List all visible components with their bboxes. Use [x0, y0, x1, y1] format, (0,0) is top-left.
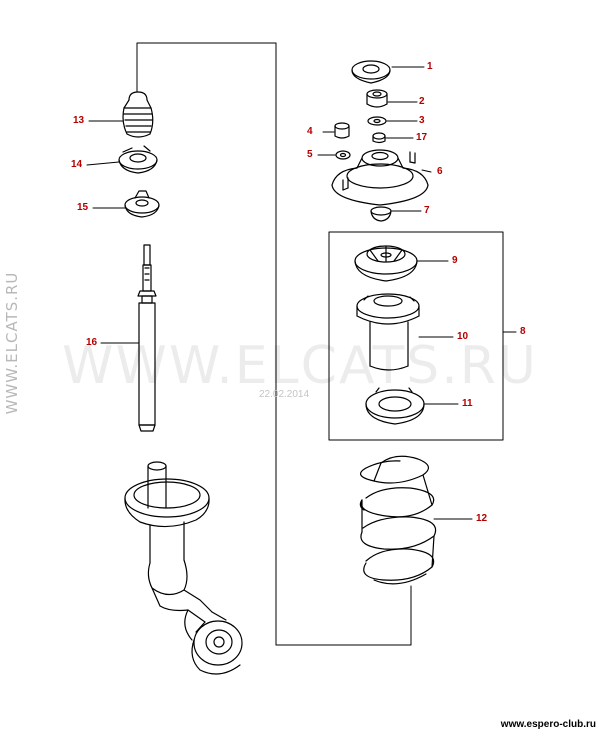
bump-stop-part: [122, 91, 154, 138]
watermark-main: WWW.ELCATS.RU: [62, 336, 538, 396]
callout-5: 5: [307, 149, 313, 160]
spring-upper-seat-part: [118, 145, 158, 174]
strut-knuckle-part: [124, 461, 243, 675]
site-url: www.espero-club.ru: [500, 719, 596, 730]
subassembly-frame: [328, 231, 504, 441]
callout-9: 9: [452, 255, 458, 266]
bushing-part: [334, 122, 350, 139]
callout-1: 1: [427, 61, 433, 72]
callout-6: 6: [437, 166, 443, 177]
callout-10: 10: [457, 331, 469, 342]
callout-3: 3: [419, 115, 425, 126]
leader-lines: [86, 66, 517, 520]
callout-13: 13: [73, 115, 85, 126]
spring-pad-part: [354, 245, 418, 282]
callout-14: 14: [71, 159, 83, 170]
small-nut-part: [372, 132, 386, 144]
dust-boot-seat-part: [124, 190, 160, 218]
callout-16: 16: [86, 337, 98, 348]
callout-17: 17: [416, 132, 428, 143]
callout-8: 8: [520, 326, 526, 337]
shock-absorber-part: [137, 244, 157, 432]
small-washer-part: [335, 150, 351, 160]
coil-spring-part: [359, 455, 437, 585]
assembly-connector-line: [136, 42, 412, 646]
top-cap-part: [351, 60, 391, 84]
cup-part: [370, 206, 392, 222]
washer-part: [367, 116, 387, 126]
date-stamp: 22.02.2014: [259, 389, 310, 400]
callout-15: 15: [77, 202, 89, 213]
callout-7: 7: [424, 205, 430, 216]
strut-mount-part: [331, 149, 429, 206]
callout-4: 4: [307, 126, 313, 137]
callout-11: 11: [462, 398, 473, 409]
callout-2: 2: [419, 96, 425, 107]
dust-boot-part: [356, 293, 420, 371]
watermark-side: WWW.ELCATS.RU: [3, 271, 21, 415]
callout-12: 12: [476, 513, 488, 524]
lock-nut-part: [366, 89, 388, 108]
